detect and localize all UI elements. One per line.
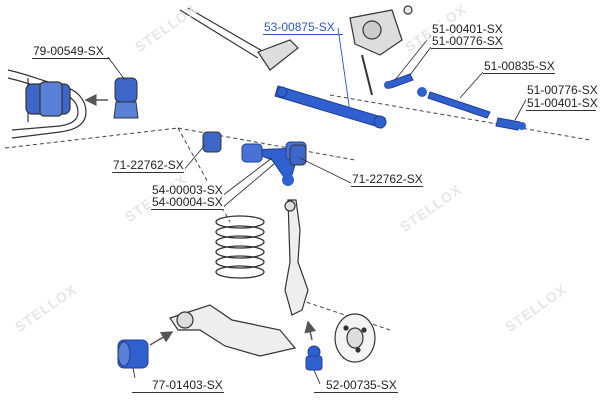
- upper-arm-bushing-left-label: 71-22762-SX: [112, 158, 185, 172]
- lower-arm-bushing-part: [117, 339, 149, 369]
- steering-knuckle: [284, 199, 309, 316]
- coil-spring: [215, 215, 265, 279]
- ball-joint-part: [305, 345, 323, 371]
- leader-lines: [107, 27, 529, 385]
- tie-rod-end-label-b2: 51-00401-SX: [526, 96, 599, 110]
- tie-rod-label: 53-00875-SX: [263, 20, 336, 34]
- center-rod-underline: [483, 73, 555, 74]
- center-rod-label: 51-00835-SX: [483, 59, 556, 73]
- upper-arm-bushing-right-underline: [351, 186, 423, 187]
- upper-arm-bushing-right-label: 71-22762-SX: [351, 172, 424, 186]
- ball-joint-label: 52-00735-SX: [325, 378, 398, 392]
- tie-rod-end-parts: [384, 73, 526, 131]
- brake-disc: [334, 313, 376, 363]
- upper-arm-label-2: 54-00004-SX: [151, 195, 224, 209]
- stabilizer-bushing-part: [113, 77, 139, 119]
- stabilizer-underline: [32, 58, 110, 59]
- lower-arm-bushing-label: 77-01403-SX: [151, 378, 224, 392]
- arrow-lower-bushing: [149, 331, 174, 346]
- tie-rod-end-underline-a: [431, 48, 503, 49]
- tie-rod-end-underline-b: [526, 110, 596, 111]
- lower-arm-bushing-underline: [132, 392, 224, 393]
- upper-arm-label-1: 54-00003-SX: [151, 183, 224, 197]
- upper-arm-bushing-left-underline: [112, 172, 184, 173]
- stabilizer-bushing-label: 79-00549-SX: [32, 44, 105, 58]
- tie-rod-end-label-b1: 51-00776-SX: [526, 83, 599, 97]
- steering-linkage: [179, 5, 413, 96]
- tie-rod-end-label-a1: 51-00401-SX: [431, 22, 504, 36]
- tie-rod-underline: [263, 34, 343, 35]
- upper-arm-underline: [151, 209, 223, 210]
- tie-rod-end-label-a2: 51-00776-SX: [431, 34, 504, 48]
- stabilizer-bar: [7, 69, 87, 139]
- upper-arm-bushing-parts: [202, 131, 307, 166]
- lower-arm: [169, 304, 297, 357]
- ball-joint-underline: [314, 392, 398, 393]
- arrow-ball-joint: [304, 320, 317, 341]
- tie-rod-part: [274, 85, 387, 129]
